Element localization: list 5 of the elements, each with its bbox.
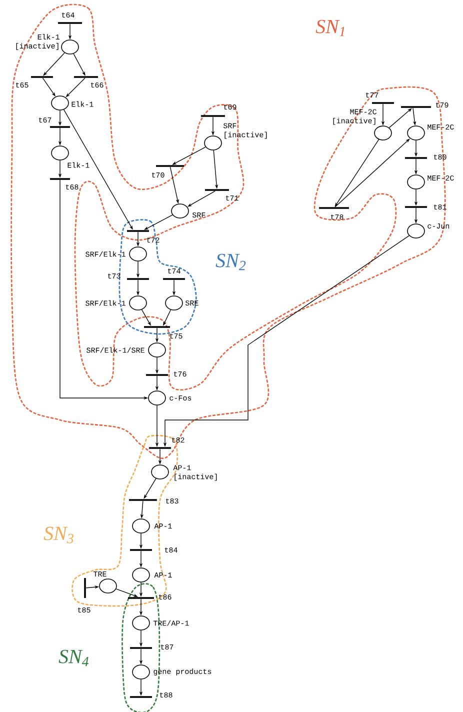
- region-label: SN$_{3}$: [44, 526, 74, 544]
- arrow: [388, 108, 412, 128]
- region-label: SN$_{1}$: [316, 20, 344, 36]
- region-label: SN$_{2}$: [216, 254, 246, 270]
- region-label: SN$_{4}$: [58, 650, 89, 666]
